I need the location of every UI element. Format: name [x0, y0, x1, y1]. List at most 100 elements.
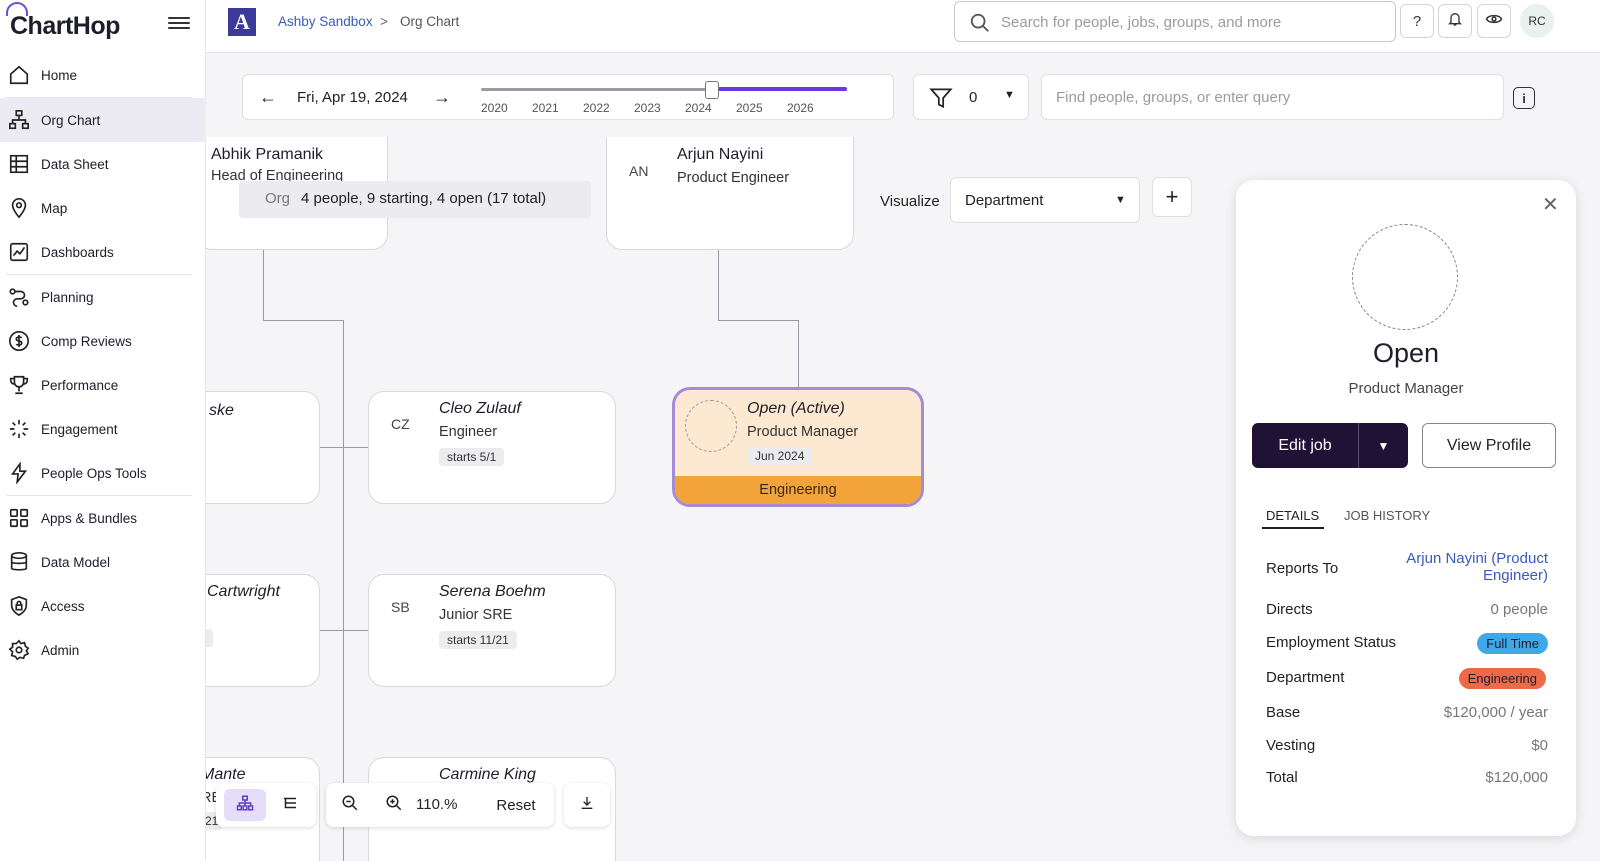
tab-job-history[interactable]: JOB HISTORY	[1344, 508, 1431, 523]
person-card-partial[interactable]: ske	[206, 391, 320, 504]
timeline-date[interactable]: Fri, Apr 19, 2024	[297, 89, 408, 106]
timeline-year: 2020	[481, 101, 508, 115]
sidebar-item-access[interactable]: Access	[0, 584, 206, 628]
arrow-left-icon[interactable]: ←	[259, 87, 277, 107]
person-card-arjun-nayini[interactable]: AN Arjun Nayini Product Engineer	[606, 137, 854, 250]
reports-to-value: Arjun Nayini (Product	[1406, 550, 1548, 567]
reset-zoom-button[interactable]: Reset	[496, 796, 536, 814]
info-icon[interactable]: i	[1513, 87, 1535, 109]
list-layout-button[interactable]	[272, 789, 308, 821]
sidebar-item-label: Org Chart	[41, 112, 101, 128]
sidebar-item-apps-bundles[interactable]: Apps & Bundles	[0, 496, 206, 540]
download-icon	[579, 795, 595, 815]
connector-line	[263, 250, 264, 320]
help-icon: ?	[1412, 12, 1422, 30]
person-card-serena-boehm[interactable]: SB Serena Boehm Junior SRE starts 11/21	[368, 574, 616, 687]
download-button[interactable]	[571, 789, 603, 821]
timeline-slider-fill	[711, 87, 847, 91]
download-control	[564, 783, 610, 827]
org-query-input[interactable]: Find people, groups, or enter query	[1041, 74, 1504, 120]
open-job-card-selected[interactable]: Open (Active) Product Manager Jun 2024 E…	[672, 387, 924, 507]
tree-layout-button[interactable]	[224, 789, 266, 821]
department-badge: Engineering	[1458, 668, 1546, 689]
sidebar-item-map[interactable]: Map	[0, 186, 206, 230]
connector-line	[320, 630, 368, 631]
edit-job-button[interactable]: Edit job	[1278, 436, 1332, 454]
employment-status-label: Employment Status	[1266, 634, 1397, 651]
arrow-right-icon[interactable]: →	[433, 87, 451, 107]
connector-line	[263, 320, 344, 321]
sidebar-item-people-ops-tools[interactable]: People Ops Tools	[0, 451, 206, 495]
map-pin-icon	[7, 196, 31, 220]
user-avatar[interactable]: RC	[1520, 4, 1554, 38]
org-chart-icon	[7, 108, 31, 132]
person-card-partial[interactable]: Cartwright	[206, 574, 320, 687]
person-card-cleo-zulauf[interactable]: CZ Cleo Zulauf Engineer starts 5/1	[368, 391, 616, 504]
connector-line	[343, 320, 344, 861]
reports-to-link[interactable]: Arjun Nayini (Product Engineer)	[1406, 550, 1548, 584]
dollar-icon	[7, 329, 31, 353]
sidebar-item-label: Engagement	[41, 421, 118, 437]
sidebar-item-engagement[interactable]: Engagement	[0, 407, 206, 451]
person-title: Head of Engineering	[211, 168, 344, 184]
edit-job-dropdown-button[interactable]: ▼	[1359, 423, 1408, 468]
sidebar-item-data-sheet[interactable]: Data Sheet	[0, 142, 206, 186]
sidebar-item-admin[interactable]: Admin	[0, 628, 206, 672]
charthop-logo[interactable]: ChartHop	[6, 2, 120, 41]
connector-line	[718, 250, 719, 320]
timeline-control: ← Fri, Apr 19, 2024 → 2020 2021 2022 202…	[242, 74, 894, 120]
total-value: $120,000	[1485, 769, 1548, 786]
vesting-label: Vesting	[1266, 737, 1316, 754]
add-visualization-button[interactable]: +	[1152, 177, 1192, 217]
help-button[interactable]: ?	[1400, 4, 1434, 38]
sidebar-item-label: Admin	[41, 642, 80, 658]
sidebar-item-data-model[interactable]: Data Model	[0, 540, 206, 584]
directs-value: 0 people	[1490, 601, 1548, 618]
notifications-button[interactable]	[1438, 4, 1472, 38]
query-placeholder: Find people, groups, or enter query	[1056, 89, 1291, 106]
job-title: Product Manager	[747, 424, 859, 440]
shield-lock-icon	[7, 594, 31, 618]
breadcrumb-workspace[interactable]: Ashby Sandbox	[278, 14, 373, 29]
workspace-logo[interactable]: A	[228, 8, 256, 36]
sidebar-item-planning[interactable]: Planning	[0, 275, 206, 319]
visibility-button[interactable]	[1477, 4, 1511, 38]
close-icon[interactable]: ✕	[1542, 194, 1559, 216]
view-profile-button[interactable]: View Profile	[1422, 423, 1556, 468]
sidebar-item-label: Apps & Bundles	[41, 510, 138, 526]
sidebar-item-label: Dashboards	[41, 244, 114, 260]
sidebar-item-org-chart[interactable]: Org Chart	[0, 98, 206, 142]
visualize-select[interactable]: Department ▼	[950, 177, 1140, 223]
sidebar-item-home[interactable]: Home	[0, 53, 206, 97]
person-title: Product Engineer	[677, 170, 790, 186]
logo-swirl-icon	[6, 2, 28, 16]
sidebar-item-performance[interactable]: Performance	[0, 363, 206, 407]
visualize-value: Department	[965, 192, 1044, 209]
breadcrumb-separator: >	[380, 14, 388, 29]
person-name: ske	[209, 402, 234, 419]
global-search-input[interactable]: Search for people, jobs, groups, and mor…	[954, 1, 1396, 42]
sidebar-item-dashboards[interactable]: Dashboards	[0, 230, 206, 274]
timeline-slider-handle[interactable]	[705, 81, 719, 99]
person-title: Junior SRE	[439, 607, 513, 623]
filter-button[interactable]: 0 ▼	[913, 74, 1029, 120]
zoom-level: 110.%	[416, 796, 458, 813]
timeline-year: 2023	[634, 101, 661, 115]
sidebar-item-comp-reviews[interactable]: Comp Reviews	[0, 319, 206, 363]
base-value: $120,000 / year	[1443, 704, 1548, 721]
connector-line	[718, 320, 798, 321]
chevron-down-icon: ▼	[1004, 89, 1015, 101]
org-summary-tooltip: Org 4 people, 9 starting, 4 open (17 tot…	[239, 181, 591, 218]
zoom-in-button[interactable]	[378, 789, 410, 821]
department-bar: Engineering	[675, 476, 921, 504]
tab-details[interactable]: DETAILS	[1266, 508, 1320, 523]
timeline-slider-track[interactable]	[481, 88, 847, 91]
person-name: Carmine King	[439, 766, 536, 783]
start-date-badge: starts 11/21	[439, 631, 517, 649]
chevron-down-icon: ▼	[1115, 194, 1126, 206]
person-name: Abhik Pramanik	[211, 146, 324, 163]
collapse-menu-icon[interactable]	[168, 14, 190, 32]
sidebar-item-label: Data Model	[41, 554, 111, 570]
sidebar-item-label: Access	[41, 598, 85, 614]
zoom-out-button[interactable]	[334, 789, 366, 821]
